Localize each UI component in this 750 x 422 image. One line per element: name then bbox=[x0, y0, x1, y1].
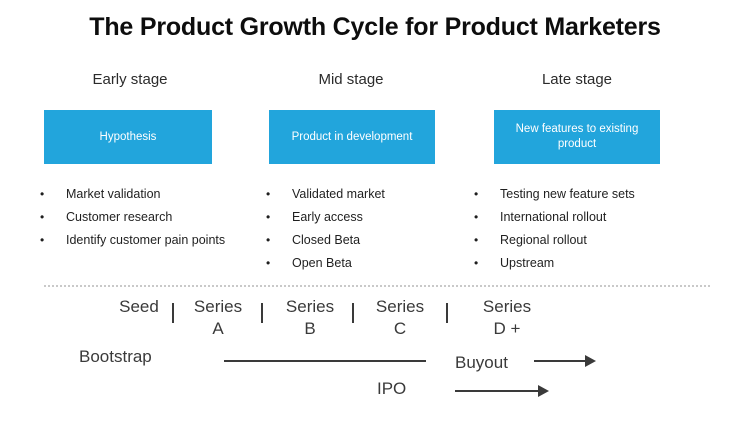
path-label-bootstrap: Bootstrap bbox=[79, 347, 152, 366]
stage-header-early: Early stage bbox=[92, 71, 168, 88]
stage-box-early[interactable]: Hypothesis bbox=[44, 110, 212, 164]
funding-round-series-a: Series A bbox=[193, 297, 243, 338]
stage-header-late: Late stage bbox=[541, 71, 613, 88]
bullet-dot-icon: • bbox=[474, 210, 479, 224]
arrow-head bbox=[585, 355, 596, 367]
funding-round-series-c: Series C bbox=[375, 297, 425, 338]
list-item-label: International rollout bbox=[500, 210, 607, 224]
arrow-shaft bbox=[534, 360, 586, 362]
bullet-dot-icon: • bbox=[40, 210, 45, 224]
stage-box-label-early: Hypothesis bbox=[99, 130, 157, 143]
bullet-list-early: • Market validation • Customer research … bbox=[40, 186, 245, 255]
stage-box-late[interactable]: New features to existing product bbox=[494, 110, 660, 164]
stage-box-label-late: New features to existing product bbox=[515, 123, 639, 150]
buyout-arrow-icon bbox=[534, 355, 596, 367]
funding-round-series-b: Series B bbox=[285, 297, 335, 338]
list-item: • International rollout bbox=[474, 209, 689, 225]
list-item-label: Early access bbox=[292, 210, 363, 224]
bullet-dot-icon: • bbox=[266, 210, 271, 224]
list-item: • Upstream bbox=[474, 255, 689, 271]
list-item-label: Customer research bbox=[66, 210, 173, 224]
funding-round-seed: Seed bbox=[119, 297, 159, 316]
bullet-dot-icon: • bbox=[266, 256, 271, 270]
path-label-buyout: Buyout bbox=[455, 353, 508, 372]
bullet-dot-icon: • bbox=[474, 233, 479, 247]
list-item: • Customer research bbox=[40, 209, 245, 225]
stage-box-mid[interactable]: Product in development bbox=[269, 110, 435, 164]
dotted-divider bbox=[44, 285, 710, 287]
bullet-dot-icon: • bbox=[40, 187, 45, 201]
path-label-ipo: IPO bbox=[377, 379, 407, 398]
bullet-list-late: • Testing new feature sets • Internation… bbox=[474, 186, 689, 278]
bullet-dot-icon: • bbox=[266, 187, 271, 201]
stage-box-label-mid: Product in development bbox=[291, 130, 413, 143]
funding-separator bbox=[172, 303, 174, 323]
bullet-dot-icon: • bbox=[474, 187, 479, 201]
list-item: • Early access bbox=[266, 209, 456, 225]
list-item-label: Identify customer pain points bbox=[66, 233, 226, 247]
bullet-dot-icon: • bbox=[266, 233, 271, 247]
list-item-label: Regional rollout bbox=[500, 233, 587, 247]
funding-separator bbox=[352, 303, 354, 323]
ipo-arrow-icon bbox=[455, 385, 549, 397]
funding-separator bbox=[446, 303, 448, 323]
bullet-dot-icon: • bbox=[40, 233, 45, 247]
funding-separator bbox=[261, 303, 263, 323]
bullet-dot-icon: • bbox=[474, 256, 479, 270]
arrow-shaft bbox=[455, 390, 539, 392]
page-title: The Product Growth Cycle for Product Mar… bbox=[89, 13, 661, 41]
list-item-label: Validated market bbox=[292, 187, 385, 201]
list-item: • Market validation bbox=[40, 186, 245, 202]
list-item-label: Testing new feature sets bbox=[500, 187, 635, 201]
arrow-head bbox=[538, 385, 549, 397]
list-item-label: Market validation bbox=[66, 187, 161, 201]
bullet-list-mid: • Validated market • Early access • Clos… bbox=[266, 186, 456, 278]
list-item: • Testing new feature sets bbox=[474, 186, 689, 202]
list-item: • Identify customer pain points bbox=[40, 232, 245, 248]
funding-span-line bbox=[224, 360, 426, 362]
funding-round-series-d: Series D + bbox=[482, 297, 532, 338]
list-item: • Closed Beta bbox=[266, 232, 456, 248]
list-item-label: Upstream bbox=[500, 256, 555, 270]
list-item: • Regional rollout bbox=[474, 232, 689, 248]
list-item: • Open Beta bbox=[266, 255, 456, 271]
stage-header-mid: Mid stage bbox=[318, 71, 384, 88]
list-item: • Validated market bbox=[266, 186, 456, 202]
list-item-label: Closed Beta bbox=[292, 233, 361, 247]
list-item-label: Open Beta bbox=[292, 256, 352, 270]
